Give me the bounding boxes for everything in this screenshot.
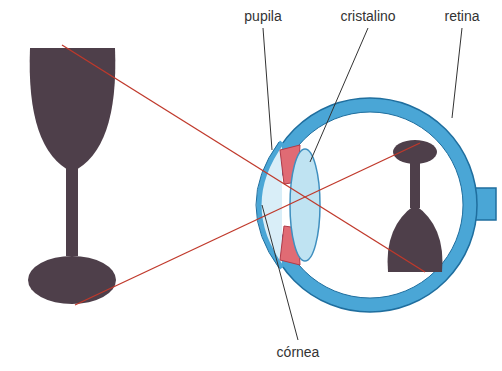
light-ray — [75, 143, 420, 305]
sclera — [270, 105, 470, 305]
leader-line — [452, 28, 462, 118]
sclera-outline — [263, 98, 477, 312]
wine-glass — [28, 48, 116, 304]
image-stem — [410, 158, 420, 208]
leader-line — [262, 205, 298, 340]
inverted-image — [388, 140, 443, 272]
glass-stem — [66, 168, 78, 256]
part-label: retina — [444, 8, 479, 25]
cornea-outline — [256, 142, 279, 268]
leader-line — [310, 28, 368, 162]
glass-bowl — [30, 48, 116, 172]
leader-lines — [262, 28, 462, 340]
part-label: córnea — [277, 344, 320, 361]
lens — [290, 149, 320, 261]
part-label: cristalino — [340, 8, 395, 25]
glass-base — [28, 256, 116, 304]
light-ray — [62, 45, 425, 272]
leader-line — [263, 28, 272, 150]
retina-line — [277, 112, 463, 298]
part-label: pupila — [244, 8, 281, 25]
image-bowl — [388, 205, 443, 272]
